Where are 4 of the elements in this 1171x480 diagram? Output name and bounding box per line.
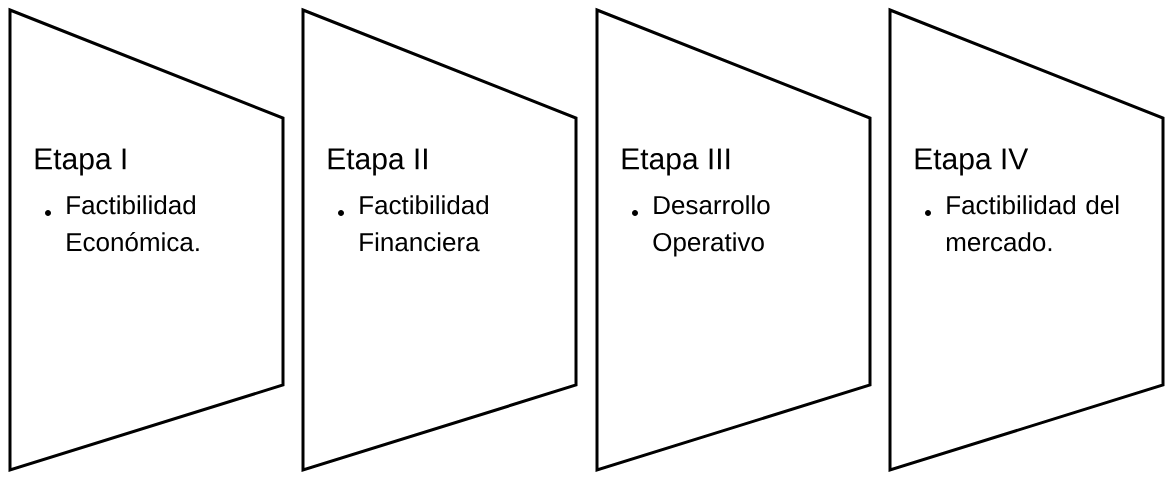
- bullet-item: Desarrollo Operativo: [632, 195, 770, 257]
- bullet-item: Factibilidad del mercado.: [925, 195, 1119, 252]
- bullet-item: Factibilidad Financiera: [338, 195, 488, 252]
- bullet-item: Factibilidad Económica.: [45, 195, 199, 252]
